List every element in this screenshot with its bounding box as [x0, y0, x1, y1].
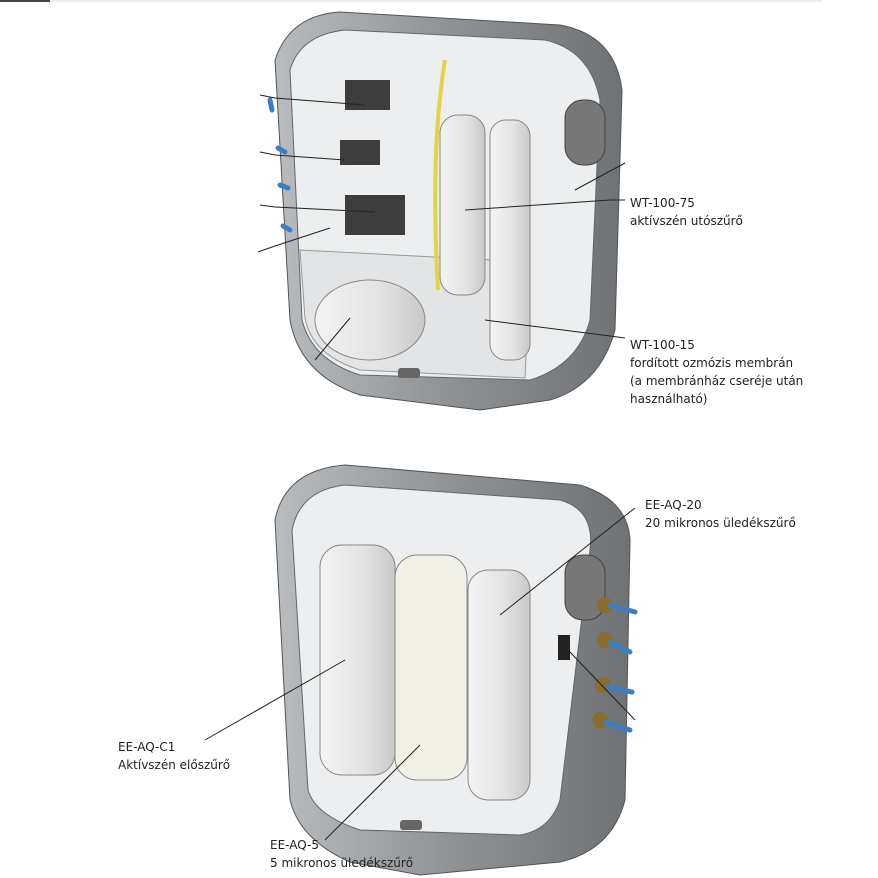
part-description: 20 mikronos üledékszűrő — [645, 516, 796, 530]
part-code: EE-AQ-20 — [645, 498, 702, 512]
upper-purifier-unit — [267, 11, 623, 411]
part-description: fordított ozmózis membrán — [630, 356, 794, 370]
water-pipes — [267, 97, 293, 233]
filter-ee-aq-20 — [467, 569, 531, 801]
label-ee-aq-c1: EE-AQ-C1 Aktívszén előszűrő — [118, 738, 230, 774]
label-ee-aq-5: EE-AQ-5 5 mikronos üledékszűrő — [270, 836, 413, 872]
lower-purifier-unit — [274, 464, 638, 876]
upper-leader-lines — [257, 94, 626, 361]
filter-wt-100-75 — [439, 114, 486, 296]
storage-tank — [314, 279, 426, 361]
part-description: Aktívszén előszűrő — [118, 758, 231, 772]
part-code: WT-100-75 — [630, 196, 695, 210]
pump — [340, 140, 380, 165]
filter-ee-aq-5 — [394, 554, 468, 781]
part-code: WT-100-15 — [630, 338, 695, 352]
part-description: aktívszén utószűrő — [630, 214, 743, 228]
solenoid-valve — [345, 80, 390, 110]
handle — [564, 554, 606, 621]
label-ee-aq-20: EE-AQ-20 20 mikronos üledékszűrő — [645, 496, 796, 532]
part-code: EE-AQ-5 — [270, 838, 319, 852]
switch-block — [345, 195, 405, 235]
water-connectors — [592, 597, 638, 733]
part-note: használható) — [630, 392, 708, 406]
power-switch — [558, 635, 570, 660]
part-note: (a membránház cseréje után — [630, 374, 804, 388]
label-wt-100-15: WT-100-15 fordított ozmózis membrán (a m… — [630, 336, 803, 408]
part-description: 5 mikronos üledékszűrő — [270, 856, 414, 870]
handle — [564, 99, 606, 166]
page-top-rule — [0, 0, 822, 2]
drain — [398, 368, 420, 378]
filter-wt-100-15 — [489, 119, 531, 361]
page-top-rule-accent — [0, 0, 50, 2]
lower-leader-lines — [204, 507, 636, 841]
tube — [433, 59, 447, 291]
drain — [400, 820, 422, 830]
label-wt-100-75: WT-100-75 aktívszén utószűrő — [630, 194, 743, 230]
filter-ee-aq-c1 — [319, 544, 396, 776]
part-code: EE-AQ-C1 — [118, 740, 176, 754]
